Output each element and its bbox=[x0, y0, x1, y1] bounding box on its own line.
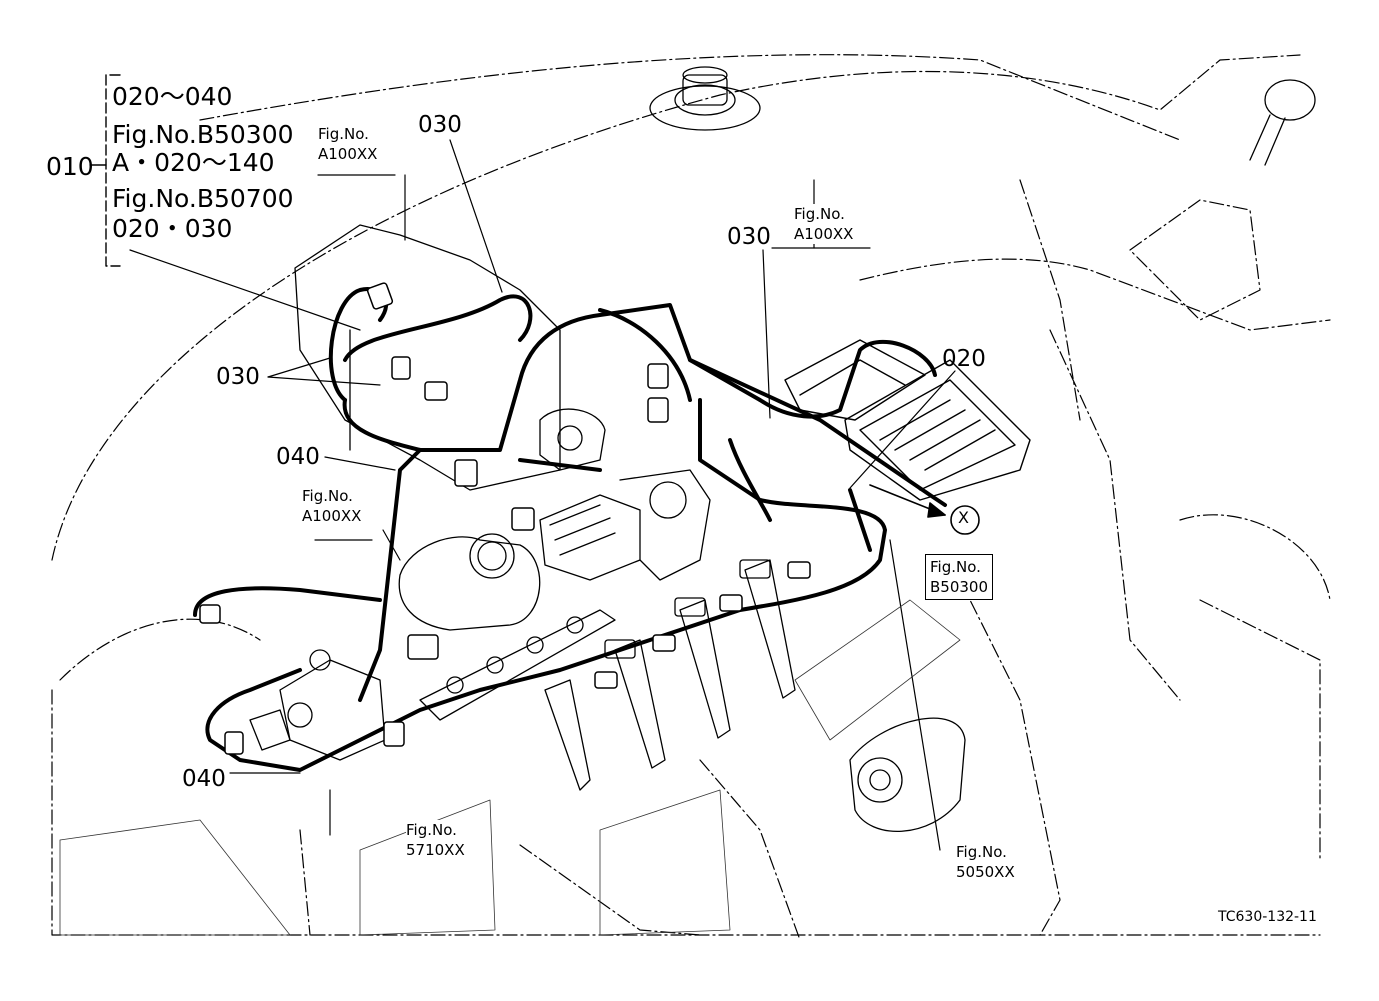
fig-ref-number: 5710XX bbox=[406, 841, 465, 859]
bracket-note-line-3: A・020～140 bbox=[112, 148, 275, 177]
connectors bbox=[199, 282, 811, 755]
fig-ref-bottom-right: Fig.No. 5050XX bbox=[956, 842, 1015, 882]
bracket-note-line-1: 020～040 bbox=[112, 82, 233, 111]
mounting-bracket bbox=[294, 224, 561, 491]
fig-ref-number: 5050XX bbox=[956, 863, 1015, 881]
fig-ref-top-right: Fig.No. A100XX bbox=[794, 204, 854, 244]
fig-ref-top-left: Fig.No. A100XX bbox=[318, 124, 378, 164]
x-reference-arrow bbox=[869, 484, 980, 535]
throttle-body bbox=[398, 408, 711, 631]
fig-ref-label: Fig.No. bbox=[956, 843, 1007, 861]
wiring-harness bbox=[193, 287, 947, 772]
fig-ref-number: A100XX bbox=[302, 507, 362, 525]
fuel-cap bbox=[649, 66, 761, 131]
callout-030-top: 030 bbox=[418, 112, 462, 138]
starter-motor bbox=[849, 717, 966, 832]
fig-ref-label: Fig.No. bbox=[406, 821, 457, 839]
callout-030-left: 030 bbox=[216, 364, 260, 390]
injector-set bbox=[544, 559, 796, 791]
fig-ref-number: A100XX bbox=[318, 145, 378, 163]
fuel-pump bbox=[249, 659, 386, 761]
fig-ref-label: Fig.No. bbox=[930, 558, 981, 576]
fig-ref-label: Fig.No. bbox=[318, 125, 369, 143]
ecu-controller bbox=[784, 339, 1031, 501]
callout-010: 010 bbox=[46, 152, 94, 181]
fig-ref-mid-left: Fig.No. A100XX bbox=[302, 486, 362, 526]
callout-030-right: 030 bbox=[727, 224, 771, 250]
gear-lever bbox=[1249, 79, 1316, 166]
mesh-grille bbox=[59, 599, 961, 936]
leader-lines bbox=[129, 139, 956, 851]
callout-040-mid: 040 bbox=[276, 444, 320, 470]
note-bracket bbox=[89, 74, 121, 267]
drawing-code: TC630-132-11 bbox=[1218, 909, 1317, 925]
callout-040-bottom: 040 bbox=[182, 766, 226, 792]
callout-020: 020 bbox=[942, 346, 986, 372]
x-symbol: X bbox=[958, 508, 969, 527]
fig-ref-label: Fig.No. bbox=[794, 205, 845, 223]
common-rail bbox=[309, 609, 616, 721]
bracket-note-line-4: Fig.No.B50700 bbox=[112, 184, 294, 213]
tractor-body-outline bbox=[51, 54, 1331, 941]
bracket-note-line-5: 020・030 bbox=[112, 214, 233, 243]
fig-ref-number: B50300 bbox=[930, 578, 989, 596]
fig-ref-number: A100XX bbox=[794, 225, 854, 243]
fig-ref-x-b50300: Fig.No. B50300 bbox=[925, 554, 994, 600]
fig-ref-bottom-left: Fig.No. 5710XX bbox=[406, 820, 465, 860]
fig-ref-label: Fig.No. bbox=[302, 487, 353, 505]
bracket-note-line-2: Fig.No.B50300 bbox=[112, 120, 294, 149]
